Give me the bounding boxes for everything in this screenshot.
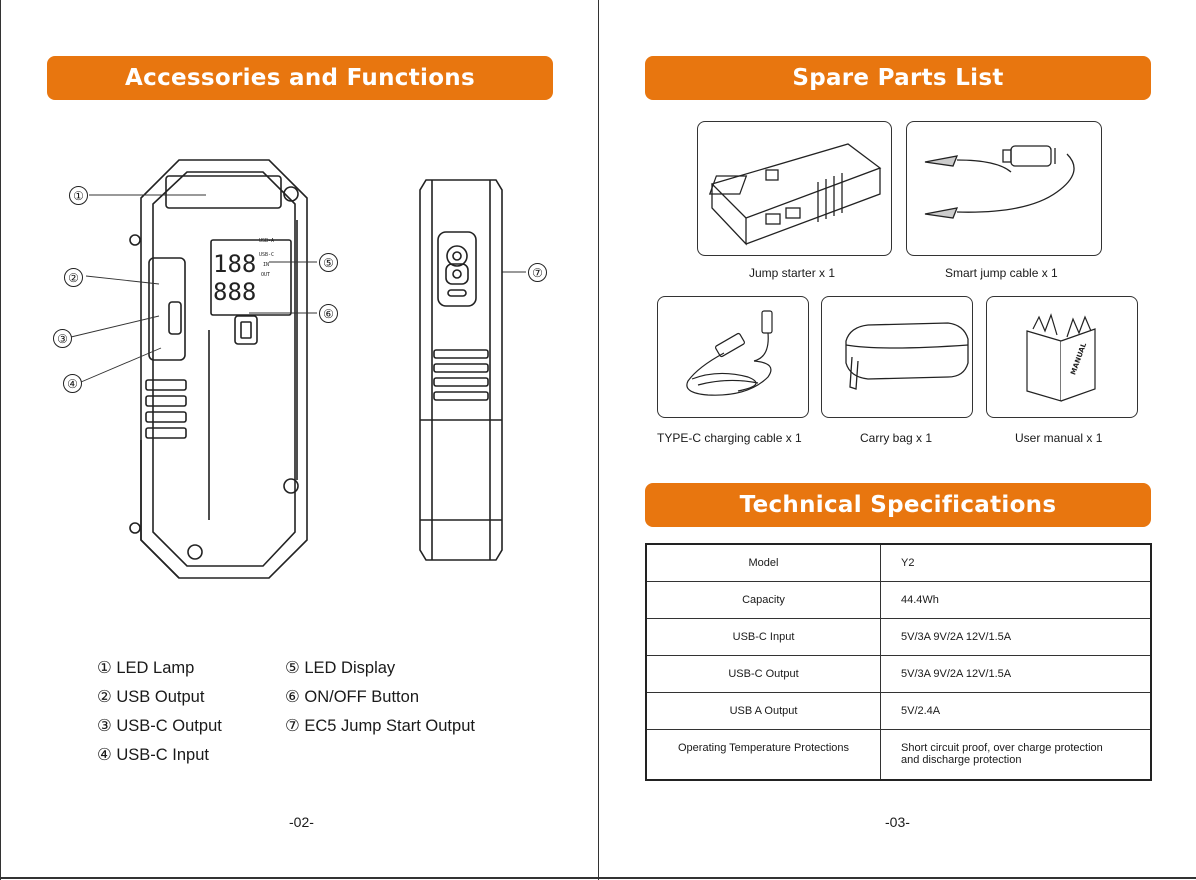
svg-text:USB-A: USB-A xyxy=(259,238,274,244)
spec-key: Model xyxy=(645,543,881,582)
spec-key: USB A Output xyxy=(645,692,881,730)
display-digits-bottom: 888 xyxy=(213,278,256,306)
jump-cable-image xyxy=(906,121,1102,256)
legend-item: ③ USB-C Output xyxy=(97,717,222,735)
spec-key: USB-C Output xyxy=(645,655,881,693)
spare-parts-banner: Spare Parts List xyxy=(645,56,1151,100)
user-manual-image: MANUAL xyxy=(986,296,1138,418)
legend-item: ⑦ EC5 Jump Start Output xyxy=(285,717,475,735)
svg-text:IN: IN xyxy=(263,262,269,268)
callout-7: ⑦ xyxy=(528,263,547,282)
legend-item: ⑤ LED Display xyxy=(285,659,396,677)
device-front-image: 188 888 USB-A USB-C IN OUT xyxy=(70,159,526,579)
legend-column-1: ① LED Lamp ② USB Output ③ USB-C Output ④… xyxy=(97,654,222,770)
callout-4: ④ xyxy=(63,374,82,393)
part-label: Jump starter x 1 xyxy=(749,266,836,280)
callout-6: ⑥ xyxy=(319,304,338,323)
part-label: TYPE-C charging cable x 1 xyxy=(657,431,802,445)
legend-item: ④ USB-C Input xyxy=(97,746,209,764)
svg-text:USB-C: USB-C xyxy=(259,252,274,258)
spec-value: 5V/3A 9V/2A 12V/1.5A xyxy=(880,655,1152,693)
page-number: -03- xyxy=(885,814,910,830)
spec-key: USB-C Input xyxy=(645,618,881,656)
legend-column-2: ⑤ LED Display ⑥ ON/OFF Button ⑦ EC5 Jump… xyxy=(285,654,475,741)
spec-value: Short circuit proof, over charge protect… xyxy=(880,729,1152,780)
callout-3: ③ xyxy=(53,329,72,348)
accessories-banner: Accessories and Functions xyxy=(47,56,553,100)
callout-5: ⑤ xyxy=(319,253,338,272)
spec-key: Capacity xyxy=(645,581,881,619)
device-side-image xyxy=(419,179,503,561)
spec-value: 5V/3A 9V/2A 12V/1.5A xyxy=(880,618,1152,656)
spec-key: Operating Temperature Protections xyxy=(645,729,881,780)
charging-cable-image xyxy=(657,296,809,418)
legend-item: ① LED Lamp xyxy=(97,659,195,677)
part-label: User manual x 1 xyxy=(1015,431,1103,445)
callout-1: ① xyxy=(69,186,88,205)
display-digits-top: 188 xyxy=(213,250,256,278)
bottom-rule xyxy=(0,877,1196,879)
spec-value: 44.4Wh xyxy=(880,581,1152,619)
legend-item: ② USB Output xyxy=(97,688,205,706)
spec-value: 5V/2.4A xyxy=(880,692,1152,730)
carry-bag-image xyxy=(821,296,973,418)
specs-banner: Technical Specifications xyxy=(645,483,1151,527)
jump-starter-image xyxy=(697,121,892,256)
part-label: Carry bag x 1 xyxy=(860,431,933,445)
spec-value: Y2 xyxy=(880,543,1152,582)
legend-item: ⑥ ON/OFF Button xyxy=(285,688,419,706)
left-page: Accessories and Functions 188 xyxy=(0,0,553,880)
callout-2: ② xyxy=(64,268,83,287)
part-label: Smart jump cable x 1 xyxy=(945,266,1058,280)
page-number: -02- xyxy=(289,814,314,830)
svg-text:OUT: OUT xyxy=(261,272,270,278)
